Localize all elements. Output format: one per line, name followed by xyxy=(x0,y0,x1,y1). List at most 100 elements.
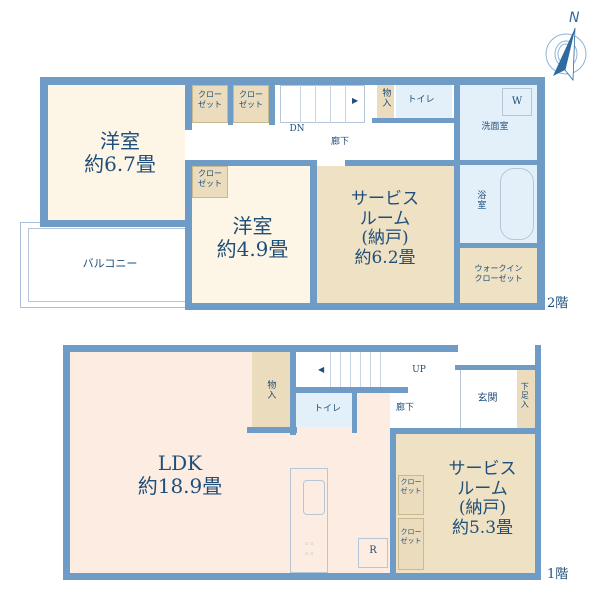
closet-text: ゼット xyxy=(400,536,422,545)
closet-text: クロー xyxy=(400,528,422,536)
service-text: ルーム xyxy=(457,478,508,499)
hallway-2f-label: 廊下 xyxy=(330,137,349,147)
toilet-2f-label: トイレ xyxy=(407,95,435,105)
wall xyxy=(290,345,296,435)
service-text: (納戸) xyxy=(458,498,507,519)
compass: N xyxy=(543,10,593,82)
stairs-up-label: UP xyxy=(412,365,426,375)
wall xyxy=(185,160,315,166)
toilet-1f-label: トイレ xyxy=(313,404,341,414)
room-size: 約4.9畳 xyxy=(216,237,289,261)
wic-text: クローゼット xyxy=(474,274,523,283)
closet-b-label: クロー ゼット xyxy=(233,90,269,110)
room-name: 洋室 xyxy=(232,214,273,238)
wall xyxy=(269,85,275,125)
stairs-dn-label: DN xyxy=(289,124,305,134)
stove-icon: ◦◦◦◦ xyxy=(304,540,315,560)
storage-2f xyxy=(377,85,394,122)
entrance-label: 玄関 xyxy=(477,393,498,404)
wall xyxy=(185,85,192,130)
wall xyxy=(296,387,408,393)
wall xyxy=(454,243,545,248)
wall xyxy=(247,427,297,433)
wall xyxy=(185,160,192,310)
service-size: 約5.3畳 xyxy=(451,517,514,538)
stair-step xyxy=(330,352,331,390)
stairs-1f xyxy=(296,352,411,390)
room-western-6-7 xyxy=(48,85,185,220)
closet-b xyxy=(233,85,269,123)
stair-step xyxy=(350,352,351,390)
wall xyxy=(63,345,70,580)
bathtub xyxy=(500,168,534,240)
wall xyxy=(228,85,233,125)
wall xyxy=(390,428,540,434)
service-room-2f-label: サービス ルーム (納戸) 約6.2畳 xyxy=(320,189,450,268)
compass-icon xyxy=(545,27,587,82)
wall xyxy=(40,77,48,227)
wall xyxy=(537,77,545,310)
stairs-2f xyxy=(280,85,365,123)
floor-tag-2f: 2階 xyxy=(547,296,569,311)
washing-machine-label: W xyxy=(511,96,523,107)
floor2-plan: バルコニー 洋室 約6.7畳 クロー ゼット クロー ゼット ▶ DN 廊下 物… xyxy=(20,77,569,311)
stairs-arrow-icon: ◀ xyxy=(318,365,325,374)
entrance xyxy=(460,370,515,430)
service-text: サービス xyxy=(448,459,517,479)
wall xyxy=(535,345,541,580)
fridge xyxy=(358,538,388,568)
stair-step xyxy=(370,352,371,390)
washroom xyxy=(460,85,537,160)
kitchen-sink xyxy=(303,480,325,515)
stairs-arrow-icon: ▶ xyxy=(352,96,359,105)
closet-text: クロー xyxy=(198,90,222,99)
floor-tag-1f: 1階 xyxy=(547,567,569,582)
stair-step xyxy=(345,85,346,123)
wall xyxy=(352,393,357,433)
kitchen-counter xyxy=(290,468,328,573)
closet-c xyxy=(192,166,228,198)
closet-1f-a xyxy=(398,475,424,515)
wall xyxy=(345,160,460,166)
closet-1f-a-label: クロー ゼット xyxy=(399,478,423,496)
wall xyxy=(310,160,317,310)
stair-step xyxy=(300,85,301,123)
wall xyxy=(455,365,540,370)
stair-step xyxy=(380,352,381,390)
stair-step xyxy=(330,85,331,123)
wall xyxy=(454,85,460,310)
wall xyxy=(63,345,458,352)
service-text: サービス xyxy=(351,189,419,209)
closet-text: ゼット xyxy=(400,486,422,495)
closet-text: ゼット xyxy=(239,100,263,109)
room-size: 約18.9畳 xyxy=(137,474,223,498)
toilet-1f xyxy=(296,393,352,427)
closet-text: クロー xyxy=(239,90,263,99)
room-name: LDK xyxy=(157,451,203,475)
closet-text: クロー xyxy=(400,478,422,486)
wall xyxy=(40,77,545,85)
service-room-2f xyxy=(317,166,454,303)
closet-c-label: クロー ゼット xyxy=(192,169,228,189)
closet-1f-b-label: クロー ゼット xyxy=(399,528,423,546)
stair-step xyxy=(315,85,316,123)
wic-text: ウォークイン xyxy=(474,264,523,273)
closet-text: ゼット xyxy=(198,100,222,109)
storage-1f-label: 物入 xyxy=(265,380,276,400)
washing-machine xyxy=(502,88,532,116)
stair-step xyxy=(360,352,361,390)
toilet-2f xyxy=(396,85,452,122)
room-western-4-9-upper xyxy=(228,166,310,198)
service-text: (納戸) xyxy=(361,228,409,249)
wall xyxy=(372,118,454,123)
fridge-label: R xyxy=(369,545,377,556)
balcony-label: バルコニー xyxy=(82,257,138,270)
service-size: 約6.2畳 xyxy=(354,247,416,268)
closet-text: ゼット xyxy=(198,179,222,188)
room-size: 約6.7畳 xyxy=(84,152,156,176)
ldk-label: LDK 約18.9畳 xyxy=(120,452,240,498)
hallway-1f-label: 廊下 xyxy=(395,403,414,413)
wall xyxy=(40,220,190,227)
storage-1f xyxy=(252,352,290,427)
bathroom-label: 浴室 xyxy=(475,190,486,210)
